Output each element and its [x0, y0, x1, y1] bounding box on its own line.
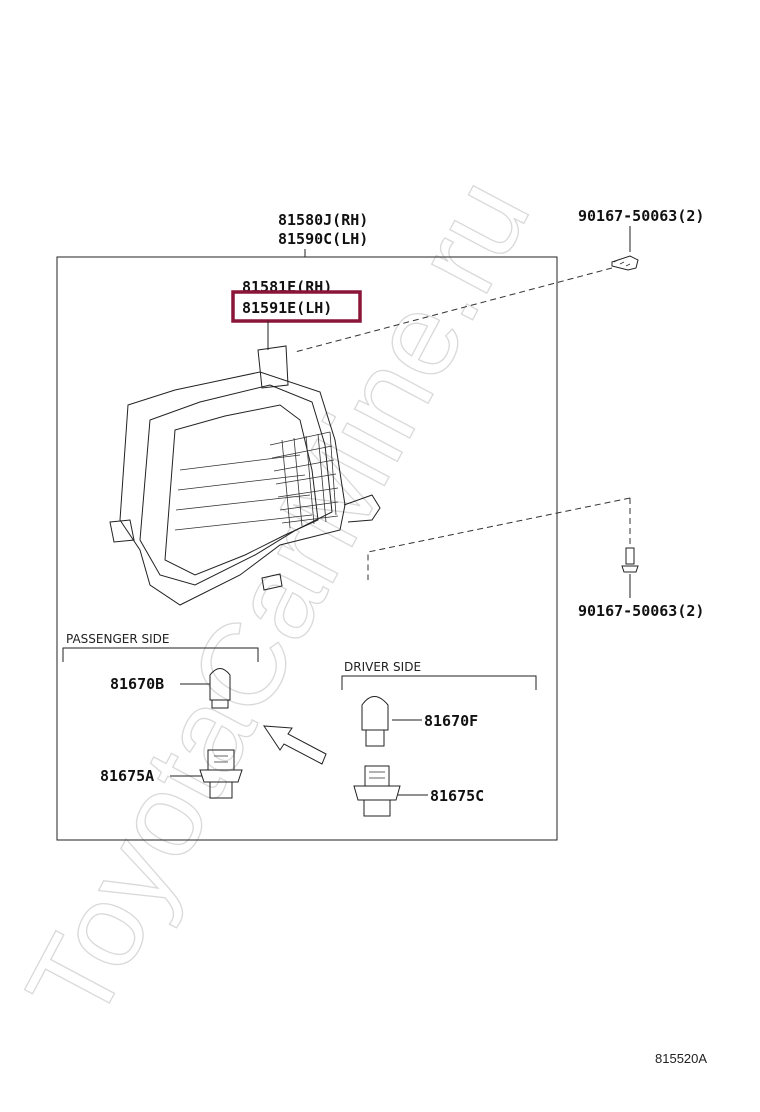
part-label-screw-bottom[interactable]: 90167-50063(2) — [578, 602, 704, 620]
fog-lamp-housing-icon[interactable] — [109, 345, 381, 606]
screw-bottom-icon[interactable] — [621, 498, 639, 598]
lens-grid-pattern — [269, 431, 339, 529]
socket-81675a-icon[interactable] — [199, 749, 243, 799]
diagram-code: 815520A — [655, 1051, 707, 1066]
part-label-81670f[interactable]: 81670F — [424, 712, 478, 730]
driver-side-label: DRIVER SIDE — [344, 660, 421, 674]
part-label-81590c[interactable]: 81590C(LH) — [278, 230, 368, 248]
part-label-81675a[interactable]: 81675A — [100, 767, 154, 785]
assembly-frame — [56, 256, 558, 841]
bulb-81670b-icon[interactable] — [209, 668, 231, 709]
highlight-box — [231, 290, 362, 323]
part-label-81580j[interactable]: 81580J(RH) — [278, 211, 368, 229]
part-label-81591e[interactable]: 81591E(LH) — [242, 299, 332, 317]
socket-81675c-icon[interactable] — [353, 765, 401, 817]
part-label-81670b[interactable]: 81670B — [110, 675, 164, 693]
part-label-screw-top[interactable]: 90167-50063(2) — [578, 207, 704, 225]
screw-top-dash-line — [294, 267, 613, 353]
passenger-side-bracket — [62, 647, 259, 662]
driver-side-bracket — [341, 675, 537, 690]
label-mask — [235, 293, 361, 319]
screw-bottom-dash-line — [367, 497, 631, 580]
bulb-81670f-icon[interactable] — [361, 696, 389, 747]
screw-top-icon[interactable] — [611, 226, 639, 271]
part-label-81675c[interactable]: 81675C — [430, 787, 484, 805]
direction-arrow-icon — [263, 725, 327, 765]
passenger-side-label: PASSENGER SIDE — [66, 632, 169, 646]
